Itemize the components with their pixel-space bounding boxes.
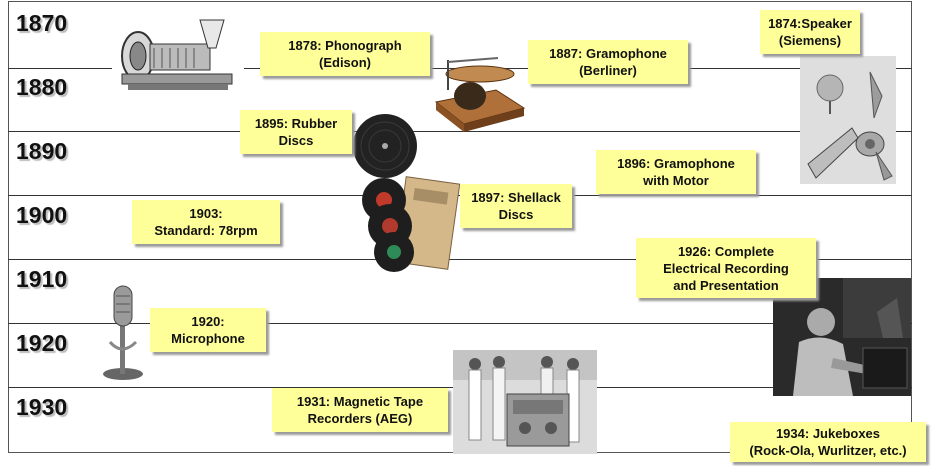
decade-line — [8, 323, 912, 324]
event-phonograph-line1: 1878: Phonograph — [288, 38, 402, 53]
event-electrical-recording: 1926: Complete Electrical Recording and … — [636, 238, 816, 298]
event-microphone-line2: Microphone — [171, 331, 245, 346]
decade-line — [8, 259, 912, 260]
decade-line — [8, 131, 912, 132]
event-tape-line2: Recorders (AEG) — [307, 411, 413, 426]
shellack-discs-image — [362, 176, 461, 272]
event-magnetic-tape: 1931: Magnetic Tape Recorders (AEG) — [272, 388, 448, 432]
event-motor-line2: with Motor — [643, 173, 709, 188]
event-gramophone-motor: 1896: Gramophone with Motor — [596, 150, 756, 194]
event-gramophone: 1887: Gramophone (Berliner) — [528, 40, 688, 84]
year-label-1900: 1900 — [16, 202, 68, 228]
event-rubber-line2: Discs — [278, 133, 314, 148]
year-label-1910: 1910 — [16, 266, 68, 292]
event-shellack-line2: Discs — [498, 207, 534, 222]
event-jukebox-line1: 1934: Jukeboxes — [775, 426, 881, 441]
rubber-disc-image — [353, 114, 417, 178]
event-electrical-line1: 1926: Complete — [677, 243, 775, 259]
event-gramophone-line1: 1887: Gramophone — [549, 46, 667, 61]
event-microphone-line1: 1920: — [191, 314, 225, 329]
event-standard-78rpm: 1903: Standard: 78rpm — [132, 200, 280, 244]
engineer-photo — [773, 278, 911, 396]
event-jukebox-line2: (Rock-Ola, Wurlitzer, etc.) — [749, 443, 907, 458]
event-speaker-line2: (Siemens) — [778, 33, 842, 48]
event-shellack-discs: 1897: Shellack Discs — [460, 184, 572, 228]
gramophone-image — [434, 57, 526, 132]
event-tape-line1: 1931: Magnetic Tape — [296, 394, 424, 409]
microphone-image — [103, 285, 143, 380]
event-shellack-line1: 1897: Shellack — [471, 190, 561, 205]
event-speaker: 1874:Speaker (Siemens) — [760, 10, 860, 54]
year-label-1880: 1880 — [16, 74, 68, 100]
phonograph-image — [112, 14, 244, 92]
event-rubber-discs: 1895: Rubber Discs — [240, 110, 352, 154]
tape-recorder-photo — [453, 350, 597, 454]
speakers-image — [800, 56, 896, 184]
event-microphone: 1920: Microphone — [150, 308, 266, 352]
event-electrical-line3: and Presentation — [673, 277, 779, 293]
event-speaker-line1: 1874:Speaker — [768, 16, 852, 31]
year-label-1890: 1890 — [16, 138, 68, 164]
year-label-1920: 1920 — [16, 330, 68, 356]
event-jukeboxes: 1934: Jukeboxes (Rock-Ola, Wurlitzer, et… — [730, 422, 926, 462]
event-motor-line1: 1896: Gramophone — [617, 156, 735, 171]
event-phonograph: 1878: Phonograph (Edison) — [260, 32, 430, 76]
event-gramophone-line2: (Berliner) — [579, 63, 637, 78]
event-standard-line1: 1903: — [189, 206, 223, 221]
event-phonograph-line2: (Edison) — [319, 55, 371, 70]
event-rubber-line1: 1895: Rubber — [254, 116, 338, 131]
year-label-1930: 1930 — [16, 394, 68, 420]
event-standard-line2: Standard: 78rpm — [154, 223, 258, 238]
event-electrical-line2: Electrical Recording — [663, 260, 789, 276]
year-label-1870: 1870 — [16, 10, 68, 36]
